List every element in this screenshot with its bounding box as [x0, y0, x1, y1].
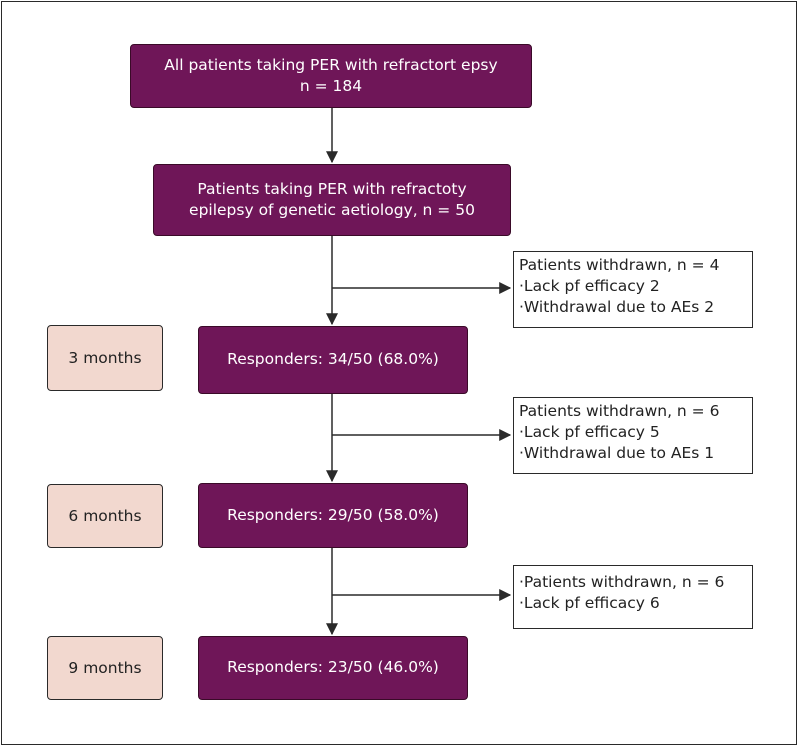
withdrawn-box-3: ·Patients withdrawn, n = 6 ·Lack pf effi…	[513, 565, 753, 629]
withdrawn-box-2: Patients withdrawn, n = 6 ·Lack pf effic…	[513, 397, 753, 474]
withdrawn-1-reason-aes: ·Withdrawal due to AEs 2	[519, 297, 715, 316]
genetic-line2: epilepsy of genetic aetiology, n = 50	[189, 201, 475, 219]
withdrawn-1-reason-efficacy: ·Lack pf efficacy 2	[519, 276, 660, 295]
withdrawn-1-title: Patients withdrawn, n = 4	[519, 256, 720, 274]
genetic-line1: Patients taking PER with refractoty	[197, 179, 467, 198]
responders-6-months-box: Responders: 29/50 (58.0%)	[198, 483, 468, 548]
all-patients-box: All patients taking PER with refractort …	[130, 44, 532, 108]
stage-6-months: 6 months	[47, 484, 163, 548]
withdrawn-2-reason-efficacy: ·Lack pf efficacy 5	[519, 422, 660, 441]
stage-3-months: 3 months	[47, 325, 163, 391]
genetic-aetiology-box: Patients taking PER with refractoty epil…	[153, 164, 511, 236]
withdrawn-3-reason-efficacy: ·Lack pf efficacy 6	[519, 593, 660, 612]
all-patients-line1: All patients taking PER with refractort …	[164, 55, 498, 74]
responders-3-label: Responders: 34/50 (68.0%)	[227, 350, 439, 369]
stage-9-months: 9 months	[47, 636, 163, 700]
responders-9-label: Responders: 23/50 (46.0%)	[227, 658, 439, 677]
responders-6-label: Responders: 29/50 (58.0%)	[227, 505, 439, 524]
responders-3-months-box: Responders: 34/50 (68.0%)	[198, 326, 468, 394]
responders-9-months-box: Responders: 23/50 (46.0%)	[198, 636, 468, 700]
withdrawn-2-title: Patients withdrawn, n = 6	[519, 402, 720, 420]
withdrawn-2-reason-aes: ·Withdrawal due to AEs 1	[519, 443, 715, 462]
withdrawn-box-1: Patients withdrawn, n = 4 ·Lack pf effic…	[513, 251, 753, 328]
all-patients-line2: n = 184	[299, 77, 363, 95]
withdrawn-3-title: ·Patients withdrawn, n = 6	[519, 573, 725, 591]
